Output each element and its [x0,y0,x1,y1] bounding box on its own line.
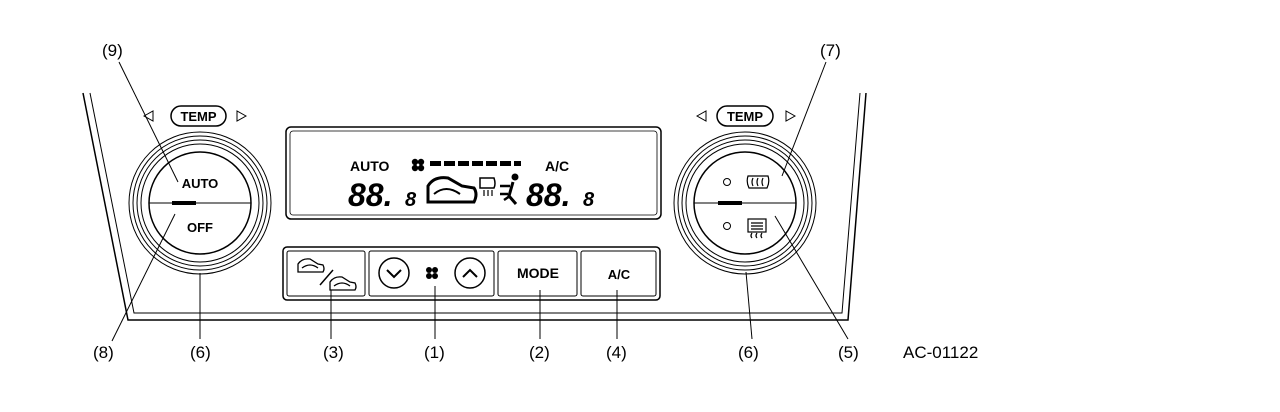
right-dial[interactable] [673,131,817,275]
left-temp-indicator: TEMP [142,105,248,127]
callout-5: (5) [838,343,859,362]
callout-1: (1) [424,343,445,362]
right-temp-label: TEMP [727,109,763,124]
off-button[interactable]: OFF [187,220,213,235]
triangle-left-icon [142,110,154,122]
chevron-down-icon [386,269,402,279]
rear-defogger-indicator [723,222,731,230]
fan-speed-down-button[interactable] [378,257,410,289]
mode-button[interactable]: MODE [497,250,578,297]
off-button-label: OFF [187,220,213,235]
right-temp-indicator: TEMP [695,105,797,127]
chevron-up-icon [462,268,478,278]
lcd-left-temp-decimal: 8 [405,189,417,211]
triangle-right-icon [785,110,797,122]
callout-labels: (9) (7) (8) (6) (3) (1) (2) (4) (6) (5) … [93,41,978,362]
ac-button[interactable]: A/C [580,250,657,297]
triangle-left-icon [695,110,707,122]
lcd-ac-label: A/C [545,158,569,174]
callout-9: (9) [102,41,123,60]
lcd-fan-icon [411,158,425,172]
lcd-right-temp-decimal: 8 [583,189,595,211]
diagram-id: AC-01122 [903,343,978,362]
callout-3: (3) [323,343,344,362]
lcd-display: AUTO A/C 88. 8 [285,126,662,220]
defroster-icon [746,175,770,189]
left-temp-label: TEMP [180,109,216,124]
fan-speed-up-button[interactable] [454,257,486,289]
lcd-vent-person-icon [500,173,519,205]
front-defroster-indicator [723,178,731,186]
front-defroster-button[interactable] [723,175,770,189]
lcd-recirculation-icon [426,176,478,204]
callout-7: (7) [820,41,841,60]
lcd-fan-speed-bars [430,161,521,166]
callout-6-right: (6) [738,343,759,362]
rear-defogger-button[interactable] [723,218,767,239]
panel-outline [82,92,867,321]
ac-button-label: A/C [608,267,631,282]
fan-speed-control[interactable] [368,250,495,297]
lcd-right-temp: 88. [526,177,570,213]
fan-icon [426,267,438,279]
callout-8: (8) [93,343,114,362]
triangle-right-icon [236,110,248,122]
recirculation-button[interactable] [286,250,366,297]
callout-4: (4) [606,343,627,362]
auto-button-label: AUTO [182,176,219,191]
lcd-auto-label: AUTO [350,158,390,174]
callout-6-left: (6) [190,343,211,362]
auto-button[interactable]: AUTO [182,176,219,191]
left-dial[interactable]: AUTO OFF [128,131,272,275]
leader-lines [111,61,849,342]
button-row: MODE A/C [282,246,661,301]
mode-button-label: MODE [517,265,559,281]
rear-defogger-icon [747,218,767,239]
recirculation-icon [297,258,357,291]
lcd-defroster-icon [479,177,496,196]
lcd-left-temp: 88. [348,177,392,213]
callout-2: (2) [529,343,550,362]
